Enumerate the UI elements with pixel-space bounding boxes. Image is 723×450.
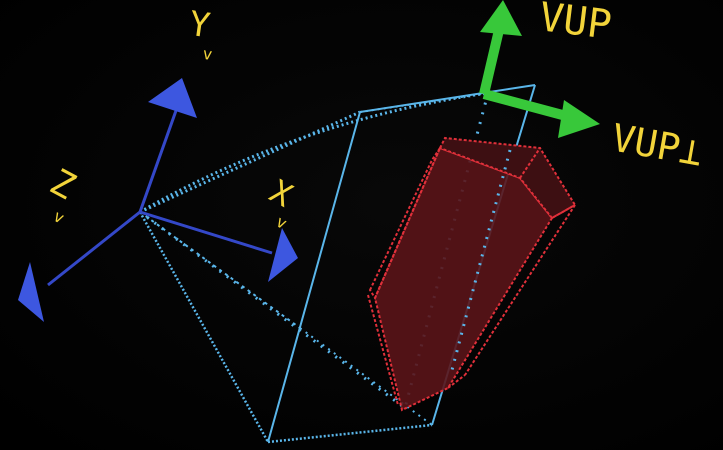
x-axis-line <box>139 210 273 255</box>
y-axis-arrowhead <box>148 78 197 118</box>
y-axis-subscript: v <box>201 44 213 64</box>
vup-perp-line <box>482 89 572 122</box>
frustum-edge <box>267 423 433 444</box>
frustum-edge <box>139 110 361 214</box>
object-edge <box>367 294 399 406</box>
object-edge <box>551 204 576 219</box>
view-axes <box>18 78 298 322</box>
vup-label: VUP <box>537 0 614 49</box>
frustum-edge <box>359 84 536 113</box>
vup-line <box>479 28 504 96</box>
vup-perp-arrowhead <box>558 100 600 138</box>
frustum-front-edge <box>450 149 512 371</box>
object-face-back <box>368 147 441 301</box>
object-edge <box>447 374 466 389</box>
vup-vectors <box>479 0 600 138</box>
object-edge <box>519 147 541 179</box>
x-axis-arrowhead <box>268 228 298 282</box>
z-axis-arrowhead <box>18 262 44 322</box>
y-axis-line <box>138 104 180 213</box>
object-edge <box>464 204 576 376</box>
frustum-hidden-edge <box>139 211 301 329</box>
vup-arrowhead <box>480 0 522 36</box>
frustum-hidden-edge <box>139 210 406 410</box>
z-axis-line <box>47 210 141 287</box>
red-object <box>367 136 577 412</box>
frustum-edge <box>267 111 361 443</box>
